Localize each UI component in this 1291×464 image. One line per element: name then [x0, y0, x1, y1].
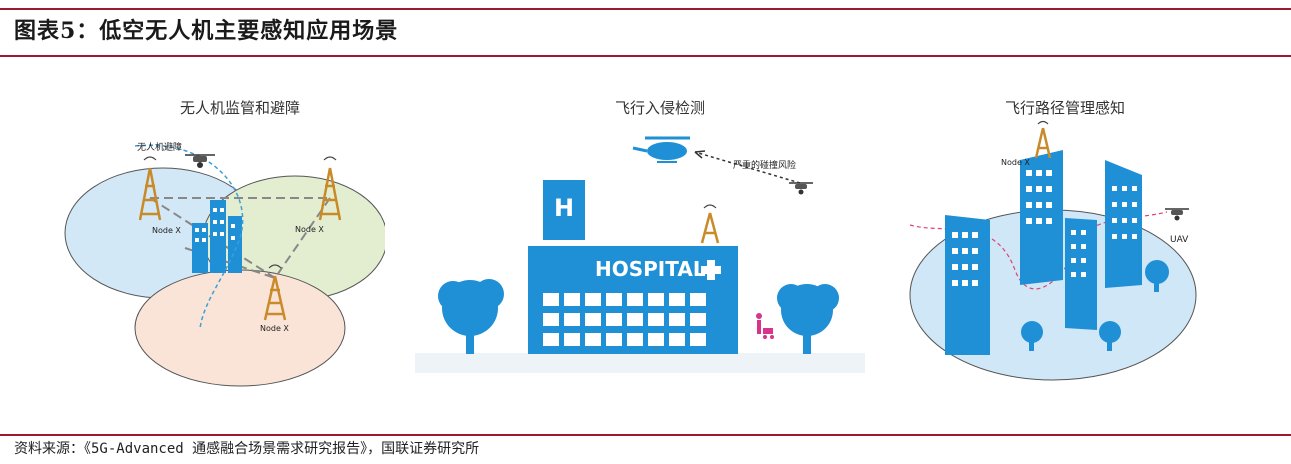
label-collision-risk: 严重的碰撞风险 — [733, 159, 796, 171]
pedestrian-icon — [756, 313, 774, 339]
figure-title: 图表5：低空无人机主要感知应用场景 — [14, 18, 399, 44]
drone-icon-uav — [1165, 208, 1189, 221]
footer-rule — [0, 434, 1291, 436]
city-buildings — [192, 200, 242, 273]
panel-path-management: Node X UAV — [909, 120, 1197, 381]
panel-uav-supervision: 无人机避障 Node X Node X Node X — [64, 141, 385, 387]
h-sign: H — [554, 194, 574, 222]
tower-icon-right — [318, 156, 342, 221]
hospital-building — [528, 246, 738, 354]
caption-path-management: 飞行路径管理感知 — [1004, 99, 1125, 117]
label-node-left: Node X — [152, 226, 181, 235]
tree-icon-left — [438, 279, 504, 354]
panel-intrusion-detection: 严重的碰撞风险 H HOSPITAL — [415, 136, 865, 373]
label-node-right: Node X — [295, 225, 324, 234]
top-rule — [0, 8, 1291, 10]
tower-icon-left — [138, 156, 162, 221]
cross-icon — [701, 260, 721, 280]
h-sign-block — [543, 180, 585, 240]
title-underline — [0, 55, 1291, 57]
label-node-rooftop: Node X — [1001, 158, 1030, 167]
drone-icon-intruder — [789, 182, 813, 195]
label-uav-avoidance: 无人机避障 — [137, 141, 182, 153]
hospital-sign: HOSPITAL — [595, 257, 706, 281]
tower-icon-hospital — [700, 204, 720, 244]
tower-icon-bottom — [263, 264, 287, 321]
caption-uav-supervision: 无人机监管和避障 — [179, 99, 300, 117]
helicopter-icon — [632, 136, 690, 163]
tree-icon-right — [777, 284, 839, 354]
city-buildings-right — [945, 150, 1142, 355]
label-node-bottom: Node X — [260, 324, 289, 333]
tree-icons — [1021, 260, 1169, 351]
coverage-cell-bottom — [134, 269, 346, 387]
label-uav: UAV — [1170, 235, 1189, 245]
source-note: 资料来源：《5G-Advanced 通感融合场景需求研究报告》，国联证券研究所 — [14, 441, 480, 457]
caption-intrusion-detection: 飞行入侵检测 — [614, 99, 705, 117]
tower-icon-rooftop — [1034, 120, 1052, 159]
drone-icon — [185, 154, 215, 168]
uav-flight-path — [134, 144, 244, 329]
